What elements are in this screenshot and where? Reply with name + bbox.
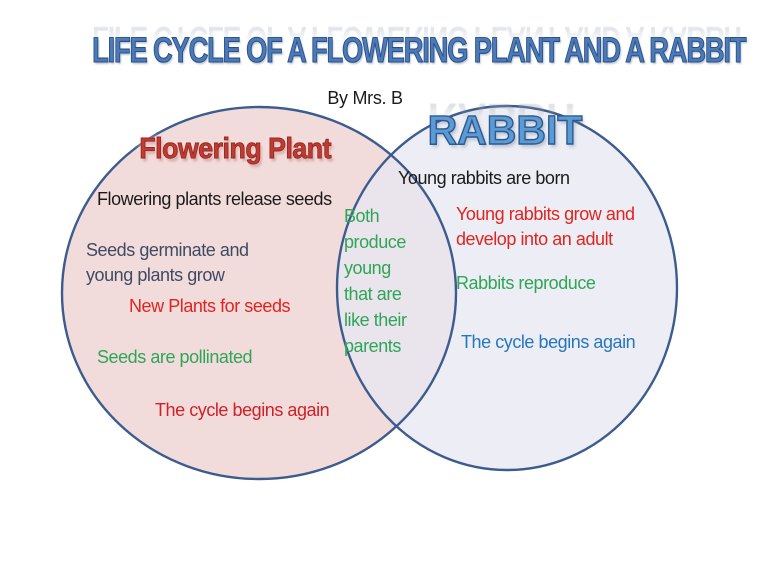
rabbit-heading-wrap: RABBIT RABBIT [395,95,615,179]
rabbit-circle-fill [337,106,677,470]
rabbit-heading-reflection: RABBIT [427,95,583,141]
rabbit-item-cycle-begins-again: The cycle begins again [461,332,636,352]
slide-title-row: LIFE CYCLE OF A FLOWERING PLANT AND A RA… [0,31,768,70]
plant-item-seeds-pollinated: Seeds are pollinated [97,347,253,367]
overlap-item-both-produce-young: Both produce young that are like their p… [344,206,407,356]
plant-item-seeds-germinate: Seeds germinate and young plants grow [86,240,249,285]
plant-item-cycle-begins-again: The cycle begins again [155,400,330,420]
plant-item-new-plants: New Plants for seeds [129,296,291,316]
rabbit-circle-outline [335,104,679,472]
rabbit-item-reproduce: Rabbits reproduce [456,273,596,293]
slide-title-reflection: LIFE CYCLE OF A FLOWERING PLANT AND A RA… [92,19,746,58]
plant-heading-wrap: Flowering Plant [88,133,382,166]
rabbit-item-grow-into-adult: Young rabbits grow and develop into an a… [456,204,635,249]
slide-title: LIFE CYCLE OF A FLOWERING PLANT AND A RA… [92,31,747,70]
slide-title-block: LIFE CYCLE OF A FLOWERING PLANT AND A RA… [0,19,768,91]
plant-circle-outline [60,105,458,481]
rabbit-heading-row: RABBIT [395,107,615,153]
rabbit-item-young-born: Young rabbits are born [398,168,570,188]
plant-heading: Flowering Plant [139,133,332,166]
byline: By Mrs. B [327,88,403,108]
plant-item-release-seeds: Flowering plants release seeds [97,189,332,209]
rabbit-heading: RABBIT [427,107,583,153]
